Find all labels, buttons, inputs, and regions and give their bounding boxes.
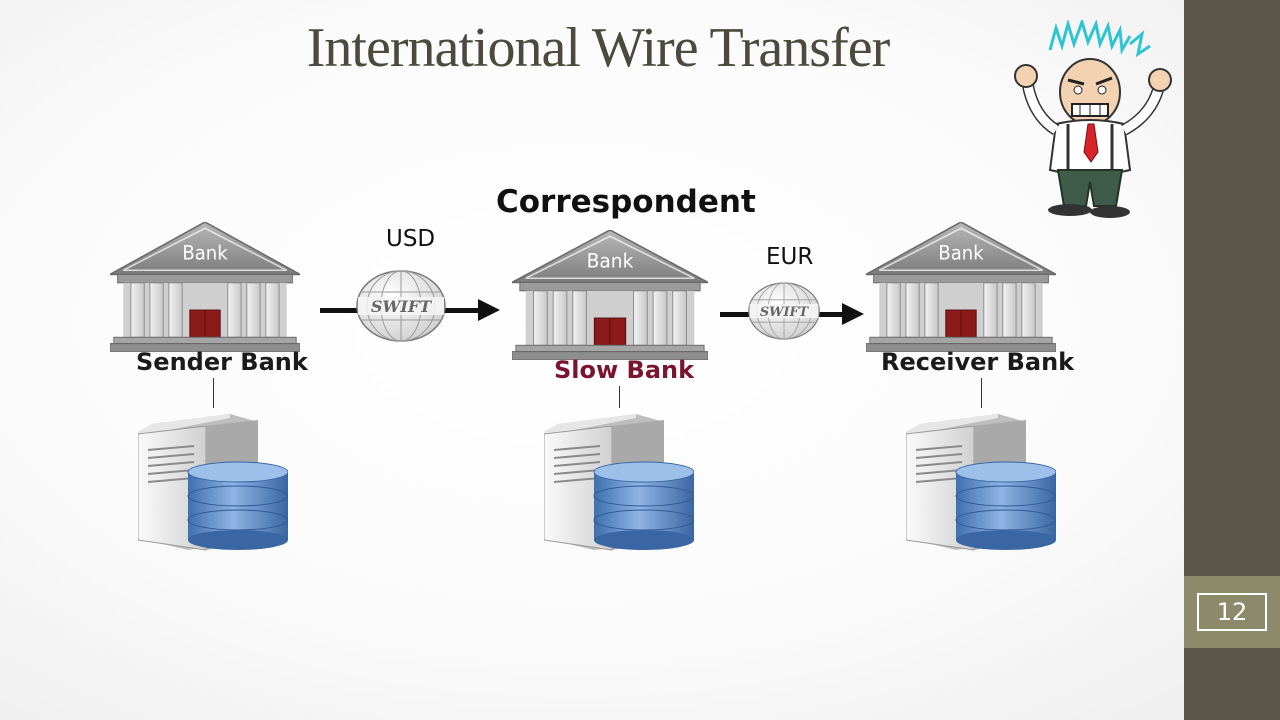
usd-arrow-head [478,299,500,321]
sender-database-server-icon [138,414,288,551]
slide-title: International Wire Transfer [306,17,890,79]
usd-currency-label: USD [386,226,436,252]
swift-network-label: SWIFT [371,297,432,316]
sender-bank-label: Sender Bank [136,348,308,376]
sender-bank-building-icon: Bank [110,222,300,352]
slow-bank-label: Slow Bank [554,356,695,384]
slow-bank-building-icon: Bank [512,230,708,360]
slow-bank-sign: Bank [587,249,635,273]
slow-connector-line [619,386,620,408]
receiver-bank-building-icon: Bank [866,222,1056,352]
correspondent-label: Correspondent [496,184,756,220]
eur-arrow-head [842,303,864,325]
receiver-connector-line [981,378,982,408]
receiver-bank-label: Receiver Bank [881,348,1075,376]
angry-man-illustration [1014,20,1172,218]
slow-bank-database-server-icon [544,414,694,551]
receiver-bank-sign: Bank [938,242,983,265]
sender-bank-sign: Bank [182,242,227,265]
eur-currency-label: EUR [766,244,814,270]
swift-network-label-2: SWIFT [760,305,810,320]
receiver-database-server-icon [906,414,1056,551]
slide: International Wire Transfer Corresponden… [110,17,1172,551]
page-number-box: 12 [1184,576,1280,648]
sender-connector-line [213,378,214,408]
swift-globe-icon: SWIFT [356,270,446,342]
page-number: 12 [1197,593,1267,631]
swift-globe-icon-2: SWIFT [748,282,820,340]
